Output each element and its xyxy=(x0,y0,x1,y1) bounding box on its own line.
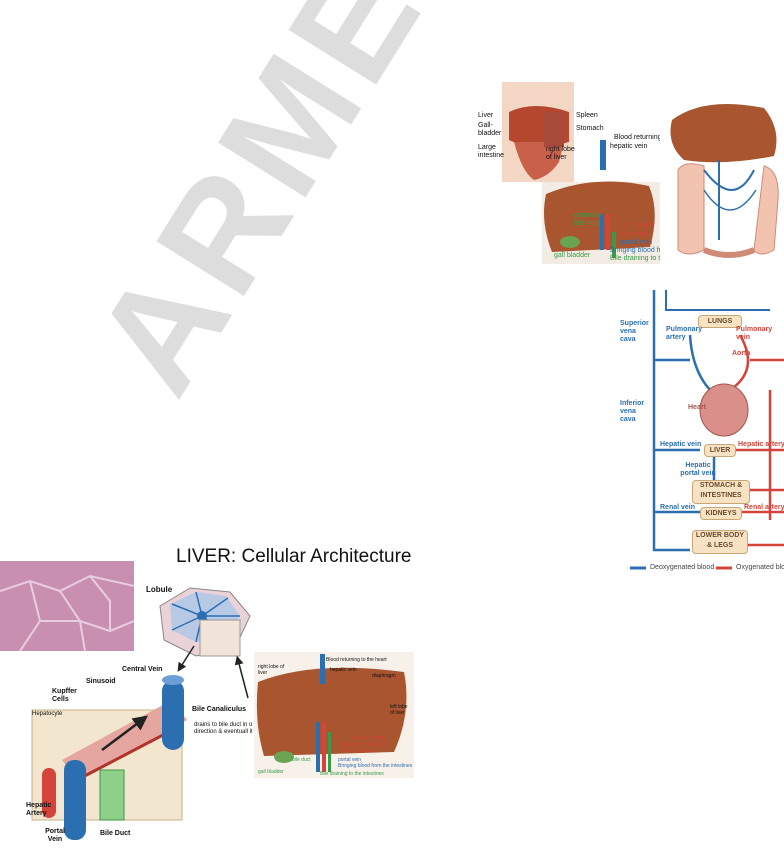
label-left-lobe: left lobe of liver xyxy=(390,704,408,716)
label-drains-note: drains to bile duct in opposite directio… xyxy=(194,722,252,735)
label-gall-bladder-detail: gall bladder xyxy=(258,769,284,775)
label-hepatic-artery-circ: Hepatic artery xyxy=(738,441,784,448)
label-portal-vein-cell: Portal Vein xyxy=(45,828,65,843)
label-liver: Liver xyxy=(478,112,494,119)
histology-micrograph xyxy=(0,561,134,651)
lobule-cellular-diagram: Central Vein Sinusoid Kupffer Cells Hepa… xyxy=(22,660,252,848)
label-bringing-blood-fr: Bringing blood fr xyxy=(610,247,660,254)
label-bringing-intestines: Bringing blood from the intestines xyxy=(338,763,413,769)
label-hepatocyte: Hepatocyte xyxy=(32,711,63,717)
page-title: LIVER: Cellular Architecture xyxy=(176,546,412,567)
label-hepatic-vein: hepatic vein xyxy=(610,143,648,150)
label-blood-returning-heart: Blood returning to the heart xyxy=(326,657,387,663)
micrograph-texture xyxy=(0,574,134,651)
liver-intestines-illustration xyxy=(670,104,779,258)
label-aorta: Aorta xyxy=(732,350,751,357)
connector-arrows xyxy=(177,645,249,699)
label-bile-draining-detail: Bile draining to the intestines xyxy=(320,771,384,777)
legend-deoxygenated: Deoxygenated blood xyxy=(650,564,715,571)
label-central-vein: Central Vein xyxy=(122,666,163,673)
label-gallbladder: Gall-bladder xyxy=(478,122,502,137)
label-stomach: Stomach xyxy=(576,125,604,132)
box-liver: LIVER xyxy=(704,444,736,457)
liver-intestines-figure xyxy=(664,100,784,260)
label-hepatic-vein-detail: hepatic vein xyxy=(330,667,357,673)
lobule-figure: Lobule xyxy=(140,576,260,666)
box-lower-body: LOWER BODY & LEGS xyxy=(692,530,748,554)
label-portal-vein: portal vein xyxy=(620,239,653,246)
label-hepatic-artery: Hepatic Artery xyxy=(26,802,52,817)
label-inferior-vena-cava: Inferior vena cava xyxy=(620,400,645,423)
label-right-lobe-detail: right lobe of liver xyxy=(258,664,285,676)
box-stomach-intestines: STOMACH & INTESTINES xyxy=(692,480,750,504)
anatomy-illustration xyxy=(502,82,660,264)
anatomy-figure: Liver Gall-bladder Large intestine Splee… xyxy=(474,82,660,264)
label-bringing-b: Bringing b xyxy=(622,222,654,229)
lobule-cellular-illustration xyxy=(31,675,187,840)
label-hepatic-artery-detail: hepatic artery xyxy=(354,735,385,741)
liver-detail-figure: Blood returning to the heart hepatic vei… xyxy=(254,652,414,778)
liver-detail-illustration xyxy=(254,652,414,778)
label-renal-artery: Renal artery xyxy=(744,504,784,511)
label-pulmonary-artery: Pulmonary artery xyxy=(666,326,703,341)
label-kupffer-cells: Kupffer Cells xyxy=(52,688,77,703)
label-bile-duct: Bile Duct xyxy=(100,830,131,837)
box-kidneys: KIDNEYS xyxy=(700,507,742,520)
label-renal-vein: Renal vein xyxy=(660,504,696,511)
label-from-the: from the xyxy=(622,231,648,238)
label-pulmonary-vein: Pulmonary vein xyxy=(736,326,773,341)
box-lungs: LUNGS xyxy=(698,315,742,328)
label-bringing-fresh: Bringing fresh blood from the heart xyxy=(342,742,387,754)
circulation-diagram: LUNGS LIVER STOMACH & INTESTINES KIDNEYS… xyxy=(620,290,784,580)
label-diaphragm: diaphragm xyxy=(372,673,396,679)
label-large-intestine: Large intestine xyxy=(478,144,505,159)
legend-oxygenated: Oxygenated blo xyxy=(736,564,784,571)
lobule-hexagon xyxy=(159,587,251,657)
label-bile-duct-detail: bile duct xyxy=(292,757,311,763)
label-gall-bladder: gall bladder xyxy=(554,252,591,259)
label-sinusoid: Sinusoid xyxy=(86,678,116,685)
label-hepatic-vein-circ: Hepatic vein xyxy=(660,441,702,448)
label-hepatic-portal-vein: Hepatic portal vein xyxy=(680,462,716,477)
label-superior-vena-cava: Superior vena cava xyxy=(620,320,649,343)
label-common-bile-duct: common bile duct xyxy=(574,212,601,227)
label-blood-returning: Blood returning to t xyxy=(614,134,660,141)
watermark: ARMEN xyxy=(61,0,517,421)
label-lobule: Lobule xyxy=(146,585,173,594)
label-heart: Heart xyxy=(688,404,706,411)
label-right-lobe: right lobe of liver xyxy=(546,146,575,161)
label-spleen: Spleen xyxy=(576,112,598,119)
label-bile-draining: Bile draining to the xyxy=(610,255,660,262)
label-portal-vein-detail: portal vein xyxy=(338,757,362,763)
label-bile-canaliculus: Bile Canaliculus xyxy=(192,706,247,713)
